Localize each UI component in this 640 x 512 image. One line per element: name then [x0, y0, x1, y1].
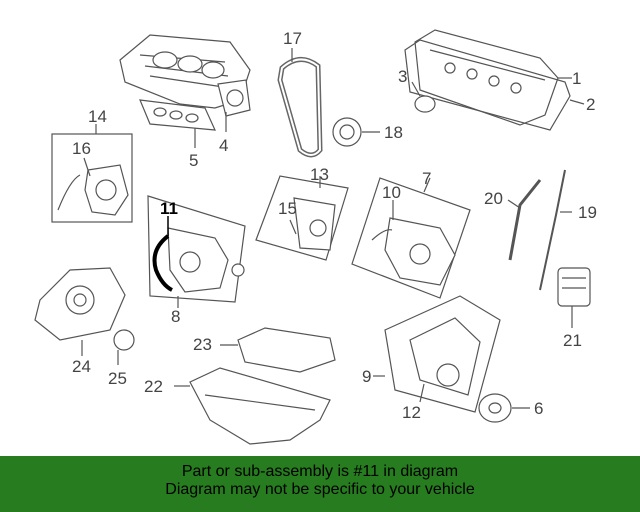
callout-16: 16 — [72, 139, 91, 158]
oil-filter — [557, 267, 591, 328]
engine-block-cover — [373, 295, 501, 413]
callout-3: 3 — [398, 67, 407, 86]
oil-baffle — [220, 327, 336, 373]
parts-diagram: 1 2 3 4 5 6 7 8 9 10 11 12 13 14 15 16 1… — [34, 29, 597, 445]
seal-part-11-highlight — [152, 234, 173, 292]
intake-gasket — [139, 99, 216, 131]
callout-18: 18 — [384, 123, 403, 142]
callout-2: 2 — [586, 95, 595, 114]
callout-15: 15 — [278, 199, 297, 218]
upper-timing-cover-box — [255, 175, 349, 261]
callout-13: 13 — [310, 165, 329, 184]
callout-7: 7 — [422, 169, 431, 188]
oil-pump — [34, 267, 126, 356]
callout-24: 24 — [72, 357, 91, 376]
camshaft-pulley — [332, 117, 380, 147]
callout-22: 22 — [144, 377, 163, 396]
callout-25: 25 — [108, 369, 127, 388]
callout-9: 9 — [362, 367, 371, 386]
callout-10: 10 — [382, 183, 401, 202]
oil-filler-cap — [411, 81, 436, 113]
callout-11-highlighted: 11 — [160, 199, 178, 218]
callout-12: 12 — [402, 403, 421, 422]
callout-21: 21 — [563, 331, 582, 350]
timing-belt — [277, 57, 323, 158]
banner-line-2: Diagram may not be specific to your vehi… — [165, 481, 475, 498]
callout-20: 20 — [484, 189, 503, 208]
banner-line-1: Part or sub-assembly is #11 in diagram — [181, 463, 459, 480]
callout-4: 4 — [219, 136, 228, 155]
oil-pump-gear — [113, 329, 135, 365]
rear-timing-cover-box — [51, 124, 133, 223]
callout-14: 14 — [88, 107, 107, 126]
timing-cover-box-7 — [351, 177, 471, 299]
callout-1: 1 — [572, 69, 581, 88]
valve-cover — [404, 29, 571, 131]
lower-timing-cover-box — [147, 195, 246, 308]
dipstick — [539, 169, 572, 291]
intake-manifold — [119, 34, 251, 117]
callout-8: 8 — [171, 307, 180, 326]
diagram-notice-banner: Part or sub-assembly is #11 in diagram D… — [0, 456, 640, 512]
callout-19: 19 — [578, 203, 597, 222]
dipstick-tube — [507, 179, 542, 261]
callout-23: 23 — [193, 335, 212, 354]
callout-17: 17 — [283, 29, 302, 48]
callout-5: 5 — [189, 151, 198, 170]
callout-6: 6 — [534, 399, 543, 418]
oil-pan — [174, 367, 331, 445]
crankshaft-pulley — [478, 393, 530, 423]
